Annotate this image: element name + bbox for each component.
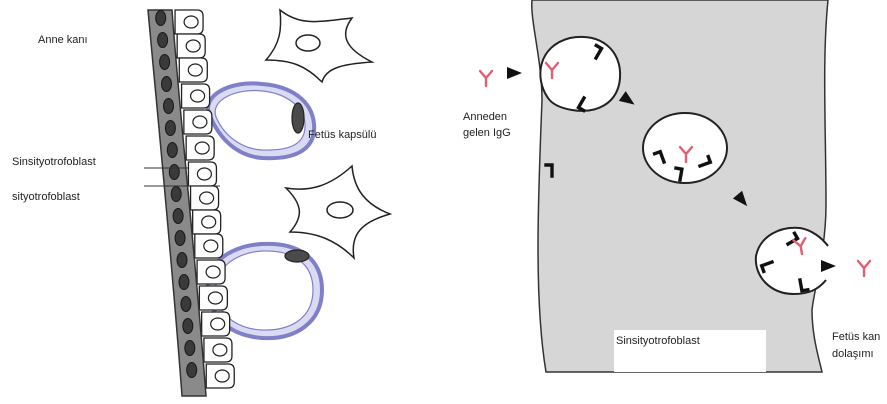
cytotrophoblast-nucleus bbox=[188, 64, 202, 76]
transport-arrow-icon bbox=[507, 67, 522, 79]
band-nucleus bbox=[169, 165, 179, 180]
cytotrophoblast-nucleus bbox=[184, 16, 198, 28]
maternal-blood-label: Anne kanı bbox=[38, 34, 88, 46]
capsule-nucleus-upper bbox=[292, 103, 304, 133]
cytotrophoblast-nucleus bbox=[206, 266, 220, 278]
cytotrophoblast-nucleus bbox=[211, 318, 225, 330]
band-nucleus bbox=[177, 253, 187, 268]
igg-antibody-icon bbox=[858, 261, 870, 276]
cytotrophoblast-nucleus bbox=[213, 344, 227, 356]
cytotrophoblast-nucleus bbox=[186, 40, 200, 52]
transport-arrow-icon bbox=[821, 260, 836, 272]
band-nucleus bbox=[187, 363, 197, 378]
cytotrophoblast-nucleus bbox=[215, 370, 229, 382]
band-nucleus bbox=[164, 99, 174, 114]
transcytosis-vesicle bbox=[643, 113, 727, 183]
stromal-cell-lower bbox=[286, 166, 390, 258]
stromal-cell-upper bbox=[266, 10, 372, 82]
band-nucleus bbox=[165, 121, 175, 136]
cytotrophoblast-label: sityotrofoblast bbox=[12, 191, 80, 203]
right-syncytiotrophoblast-label: Sinsityotrofoblast bbox=[616, 335, 700, 347]
maternal-igg-label-line1: Anneden bbox=[463, 111, 507, 123]
band-nucleus bbox=[171, 187, 181, 202]
band-nucleus bbox=[181, 297, 191, 312]
fetal-circulation-label-line2: dolaşımı bbox=[832, 348, 874, 360]
right-panel: Anneden gelen IgG Sinsityotrofoblast Fet… bbox=[463, 0, 880, 372]
band-nucleus bbox=[156, 11, 166, 26]
exocytic-vesicle bbox=[756, 228, 828, 294]
syncytiotrophoblast-label: Sinsityotrofoblast bbox=[12, 156, 96, 168]
cytotrophoblast-nucleus bbox=[193, 116, 207, 128]
band-nucleus bbox=[167, 143, 177, 158]
cytotrophoblast-nucleus bbox=[200, 192, 214, 204]
band-nucleus bbox=[183, 319, 193, 334]
band-nucleus bbox=[179, 275, 189, 290]
band-nucleus bbox=[173, 209, 183, 224]
fetal-capsule-upper bbox=[208, 83, 314, 158]
fetal-circulation-label-line1: Fetüs kan bbox=[832, 331, 880, 343]
capsule-nucleus-lower bbox=[285, 250, 309, 262]
left-panel: Anne kanı Fetüs kapsülü Sinsityotrofobla… bbox=[12, 10, 390, 396]
fetal-capsule-label: Fetüs kapsülü bbox=[308, 129, 376, 141]
cytotrophoblast-nucleus bbox=[204, 240, 218, 252]
cytotrophoblast-nucleus bbox=[197, 168, 211, 180]
cytotrophoblast-nucleus bbox=[208, 292, 222, 304]
band-nucleus bbox=[162, 77, 172, 92]
cytotrophoblast-nucleus bbox=[191, 90, 205, 102]
band-nucleus bbox=[160, 55, 170, 70]
band-nucleus bbox=[175, 231, 185, 246]
band-nucleus bbox=[185, 341, 195, 356]
cytotrophoblast-nucleus bbox=[195, 142, 209, 154]
igg-antibody-icon bbox=[480, 71, 492, 86]
cytotrophoblast-nucleus bbox=[202, 216, 216, 228]
band-nucleus bbox=[158, 33, 168, 48]
maternal-igg-label-line2: gelen IgG bbox=[463, 127, 511, 139]
